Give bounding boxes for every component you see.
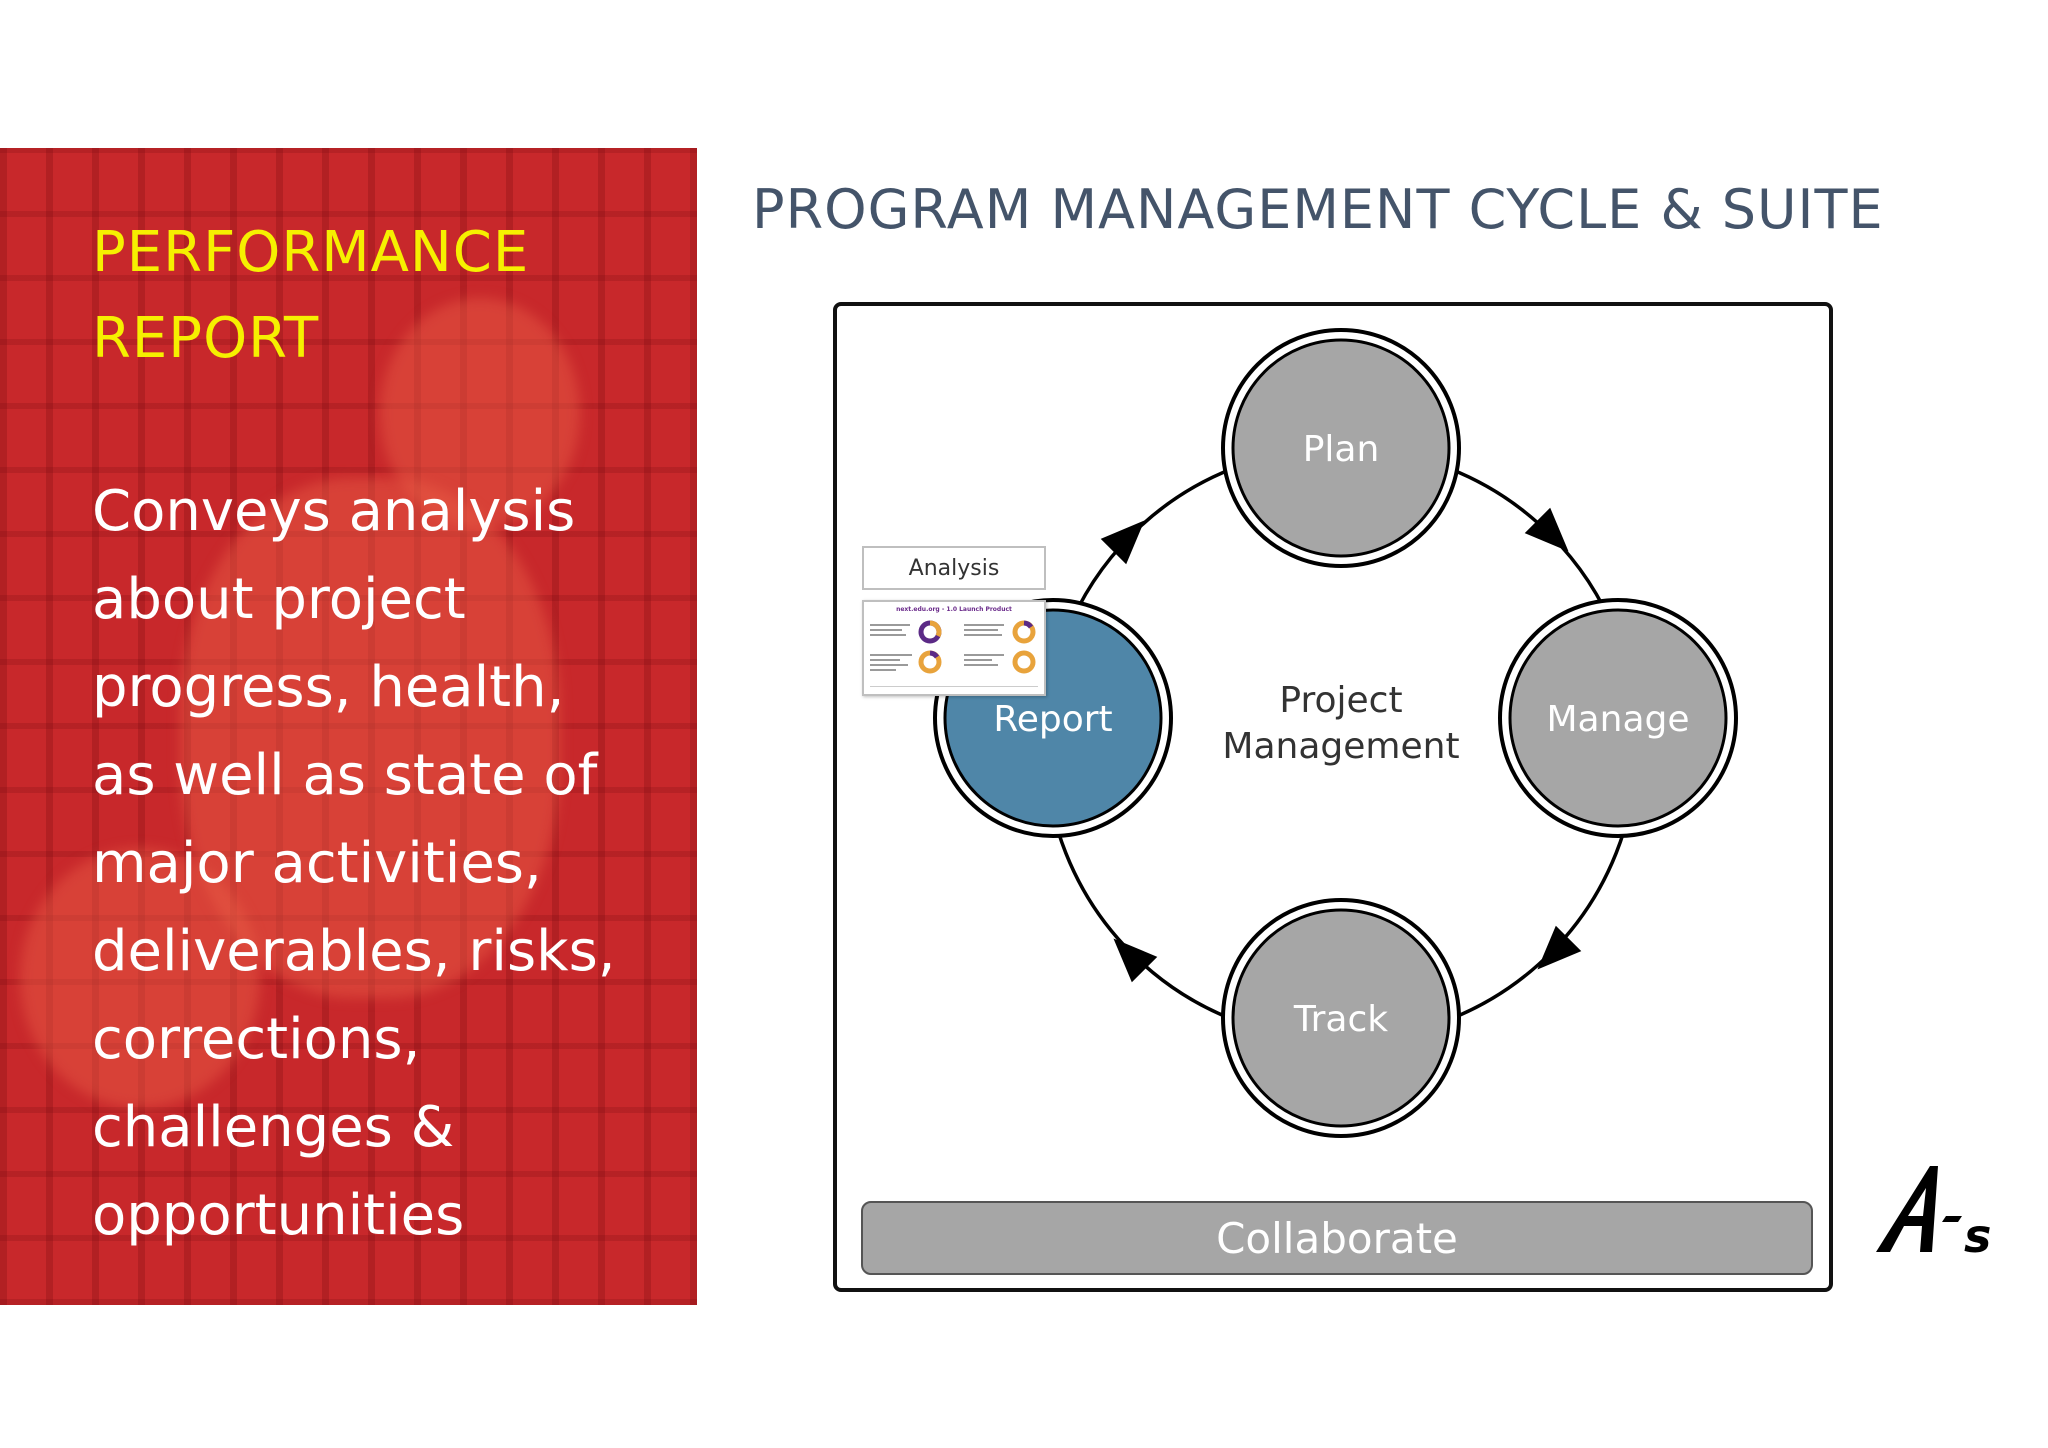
collaborate-bar[interactable]: Collaborate — [861, 1201, 1813, 1275]
scaffold-background — [0, 148, 697, 1305]
arrow-manage-to-track — [1537, 925, 1582, 970]
node-report-label: Report — [993, 699, 1112, 740]
worker-silhouette-body — [180, 478, 560, 998]
arrow-report-to-plan — [1100, 520, 1145, 565]
node-plan-label: Plan — [1303, 429, 1380, 470]
panel-body-line: major activities, — [92, 831, 542, 896]
panel-body-line: deliverables, risks, — [92, 919, 616, 984]
panel-description: Conveys analysis about project progress,… — [92, 468, 682, 1260]
center-label-bg — [1207, 662, 1475, 776]
panel-body-line: progress, health, — [92, 655, 565, 720]
panel-title-line: PERFORMANCE — [92, 220, 530, 285]
node-plan[interactable]: Plan — [1221, 328, 1461, 568]
logo-apostrophe-mark — [1942, 1216, 1962, 1222]
panel-body-line: corrections, — [92, 1007, 421, 1072]
worker-silhouette-head — [380, 298, 580, 528]
node-track[interactable]: Track — [1221, 898, 1461, 1138]
node-track-label: Track — [1293, 999, 1388, 1040]
arrow-track-to-report — [1113, 938, 1158, 983]
thumbnail-footer-line — [870, 686, 1038, 687]
panel-title-line: REPORT — [92, 306, 320, 371]
node-manage-label: Manage — [1547, 699, 1690, 740]
performance-report-panel: PERFORMANCE REPORT Conveys analysis abou… — [0, 148, 697, 1305]
panel-body-line: challenges & — [92, 1095, 455, 1160]
center-label-line: Project — [1279, 680, 1402, 721]
panel-body-line: about project — [92, 567, 466, 632]
logo-a-mark — [1876, 1166, 1938, 1252]
company-logo: s — [1876, 1166, 1991, 1260]
donut-chart-icon — [1012, 650, 1036, 674]
donut-chart-icon — [918, 620, 942, 644]
analysis-label: Analysis — [862, 546, 1046, 590]
thumbnail-content — [870, 620, 1038, 687]
cycle-diagram-svg: Plan Manage Track Report Pro — [933, 328, 1738, 1138]
donut-chart-icon — [1012, 620, 1036, 644]
analysis-report-thumbnail[interactable]: next.edu.org - 1.0 Launch Product — [862, 600, 1046, 696]
worker-silhouette-arm — [20, 848, 260, 1108]
panel-body-line: opportunities — [92, 1183, 465, 1248]
panel-body-line: as well as state of — [92, 743, 598, 808]
arrow-plan-to-manage — [1524, 507, 1569, 552]
page-title: PROGRAM MANAGEMENT CYCLE & SUITE — [752, 178, 1884, 241]
node-manage[interactable]: Manage — [1498, 598, 1738, 838]
cycle-diagram: Plan Manage Track Report Pro — [833, 302, 1833, 1292]
panel-body-line: Conveys analysis — [92, 479, 576, 544]
logo-s-mark: s — [1964, 1209, 1991, 1260]
panel-title: PERFORMANCE REPORT — [92, 210, 652, 382]
thumbnail-title: next.edu.org - 1.0 Launch Product — [896, 606, 1012, 613]
center-label-line: Management — [1222, 726, 1459, 767]
donut-chart-icon — [918, 650, 942, 674]
thumbnail-text-lines — [870, 624, 1004, 671]
